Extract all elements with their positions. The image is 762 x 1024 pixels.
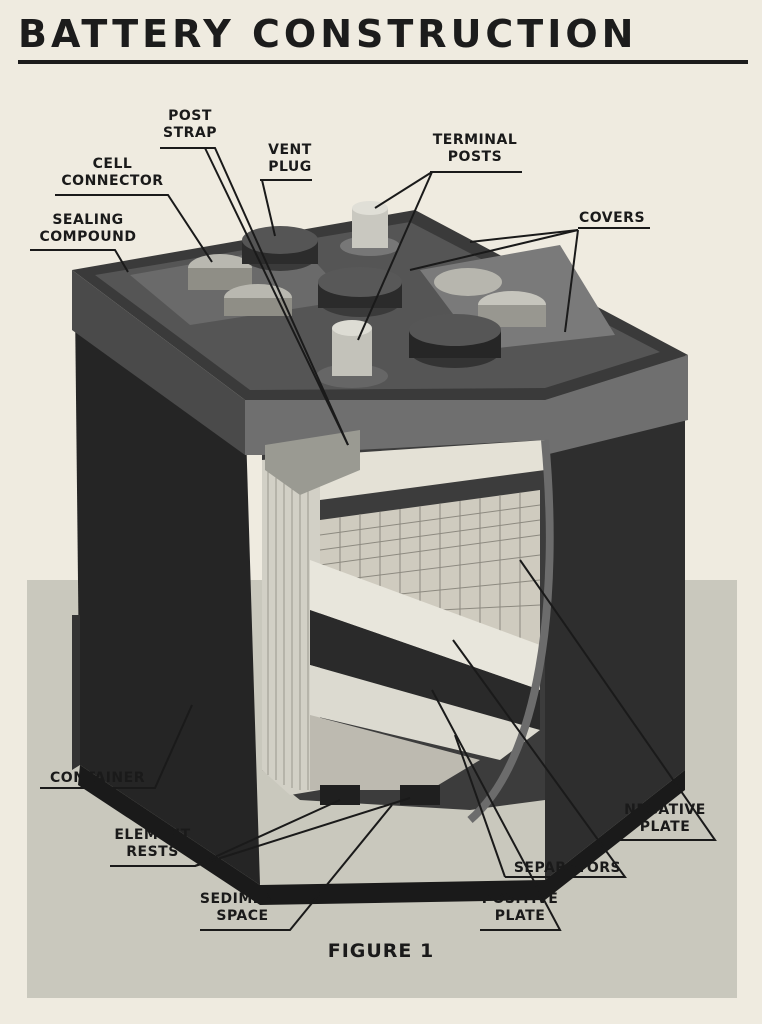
- battery-container: [72, 305, 685, 905]
- cutaway-cell: [262, 439, 554, 824]
- label-positive-plate-line2: PLATE: [494, 908, 546, 924]
- label-terminal-posts-line2: POSTS: [447, 149, 503, 165]
- vent-plug-2: [318, 267, 402, 317]
- label-covers: COVERS: [572, 210, 652, 227]
- label-sediment-space: SEDIMENT SPACE: [195, 891, 290, 925]
- label-element-rests: ELEMENT RESTS: [105, 827, 200, 861]
- cell-connector: [188, 254, 292, 316]
- title-rule: [18, 60, 748, 64]
- label-element-rests-line1: ELEMENT: [114, 827, 191, 843]
- label-negative-plate: NEGATIVE PLATE: [615, 802, 715, 836]
- label-negative-plate-line2: PLATE: [639, 819, 691, 835]
- post-strap: [265, 430, 360, 495]
- label-cell-connector-line1: CELL: [92, 156, 133, 172]
- leader-lines: [30, 147, 717, 931]
- label-cell-connector-line2: CONNECTOR: [61, 173, 164, 189]
- page-title: BATTERY CONSTRUCTION: [18, 12, 638, 56]
- label-positive-plate: POSITIVE PLATE: [475, 891, 565, 925]
- label-vent-plug-line1: VENT: [268, 142, 312, 158]
- label-separators: SEPARATORS: [505, 860, 630, 877]
- figure-caption: FIGURE 1: [327, 940, 435, 962]
- label-terminal-posts: TERMINAL POSTS: [420, 132, 530, 166]
- label-sediment-space-line1: SEDIMENT: [199, 891, 286, 907]
- label-sealing-compound: SEALING COMPOUND: [28, 212, 148, 246]
- terminal-post: [340, 201, 400, 256]
- label-container: CONTAINER: [40, 770, 155, 787]
- label-covers-line1: COVERS: [578, 210, 646, 226]
- label-separators-line1: SEPARATORS: [513, 860, 622, 876]
- vent-plug-3: [409, 314, 501, 368]
- label-post-strap-line2: STRAP: [162, 125, 217, 141]
- label-post-strap: POST STRAP: [150, 108, 230, 142]
- label-post-strap-line1: POST: [168, 108, 212, 124]
- label-negative-plate-line1: NEGATIVE: [624, 802, 706, 818]
- label-positive-plate-line1: POSITIVE: [481, 891, 559, 907]
- cell-connector-right: [434, 268, 546, 327]
- label-sealing-compound-line2: COMPOUND: [39, 229, 137, 245]
- label-sealing-compound-line1: SEALING: [52, 212, 124, 228]
- label-sediment-space-line2: SPACE: [216, 908, 269, 924]
- label-terminal-posts-line1: TERMINAL: [432, 132, 518, 148]
- label-vent-plug-line2: PLUG: [268, 159, 312, 175]
- label-cell-connector: CELL CONNECTOR: [55, 156, 170, 190]
- label-vent-plug: VENT PLUG: [250, 142, 330, 176]
- label-container-line1: CONTAINER: [50, 770, 145, 786]
- terminal-post-2: [316, 320, 388, 388]
- label-element-rests-line2: RESTS: [126, 844, 179, 860]
